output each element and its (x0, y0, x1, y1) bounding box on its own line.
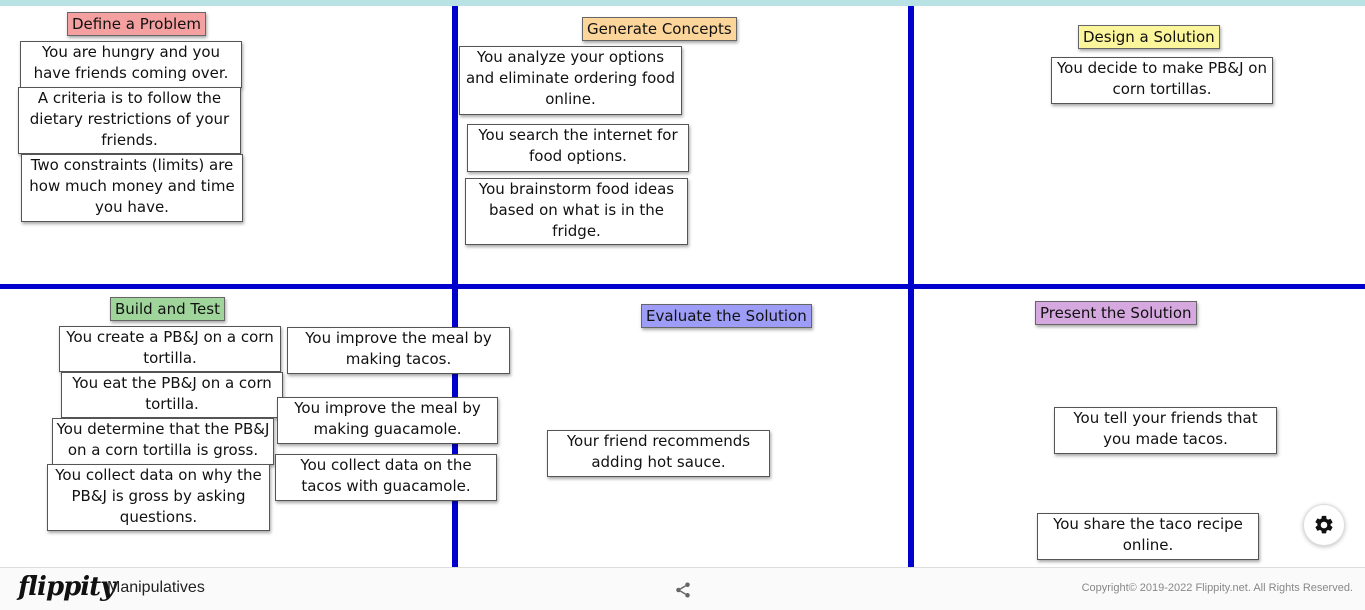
label-design-a-solution[interactable]: Design a Solution (1078, 25, 1220, 49)
card-analyze-options[interactable]: You analyze your options and eliminate o… (459, 46, 682, 115)
card-criteria[interactable]: A criteria is to follow the dietary rest… (18, 87, 241, 154)
card-create-pbj[interactable]: You create a PB&J on a corn tortilla. (59, 326, 281, 372)
horizontal-divider (0, 284, 1365, 289)
footer: flippity Manipulatives Copyright© 2019-2… (0, 567, 1365, 610)
share-icon[interactable] (674, 581, 692, 599)
copyright-text: Copyright© 2019-2022 Flippity.net. All R… (1081, 582, 1353, 594)
card-brainstorm[interactable]: You brainstorm food ideas based on what … (465, 178, 688, 245)
flippity-logo[interactable]: flippity (18, 572, 115, 602)
card-collect-data-pbj[interactable]: You collect data on why the PB&J is gros… (47, 464, 270, 531)
label-evaluate-the-solution[interactable]: Evaluate the Solution (641, 304, 812, 328)
card-improve-guacamole[interactable]: You improve the meal by making guacamole… (277, 397, 498, 444)
app-name: Manipulatives (107, 579, 205, 596)
card-tell-friends[interactable]: You tell your friends that you made taco… (1054, 407, 1277, 454)
gear-icon (1315, 515, 1333, 534)
card-share-recipe[interactable]: You share the taco recipe online. (1037, 513, 1259, 560)
settings-button[interactable] (1303, 504, 1345, 546)
top-strip (0, 0, 1365, 6)
label-present-the-solution[interactable]: Present the Solution (1035, 301, 1197, 325)
label-define-a-problem[interactable]: Define a Problem (67, 12, 207, 36)
card-decide-pbj[interactable]: You decide to make PB&J on corn tortilla… (1051, 57, 1273, 104)
card-improve-tacos[interactable]: You improve the meal by making tacos. (287, 327, 510, 374)
manipulatives-board: Define a Problem Generate Concepts Desig… (0, 6, 1365, 567)
card-hot-sauce[interactable]: Your friend recommends adding hot sauce. (547, 430, 770, 477)
card-determine-gross[interactable]: You determine that the PB&J on a corn to… (52, 418, 274, 465)
card-constraints[interactable]: Two constraints (limits) are how much mo… (21, 154, 243, 222)
card-search-internet[interactable]: You search the internet for food options… (467, 124, 689, 172)
label-generate-concepts[interactable]: Generate Concepts (582, 17, 737, 41)
card-collect-data-tacos[interactable]: You collect data on the tacos with guaca… (275, 454, 497, 501)
card-hungry-friends[interactable]: You are hungry and you have friends comi… (20, 41, 242, 88)
card-eat-pbj[interactable]: You eat the PB&J on a corn tortilla. (61, 372, 283, 418)
label-build-and-test[interactable]: Build and Test (110, 297, 225, 321)
